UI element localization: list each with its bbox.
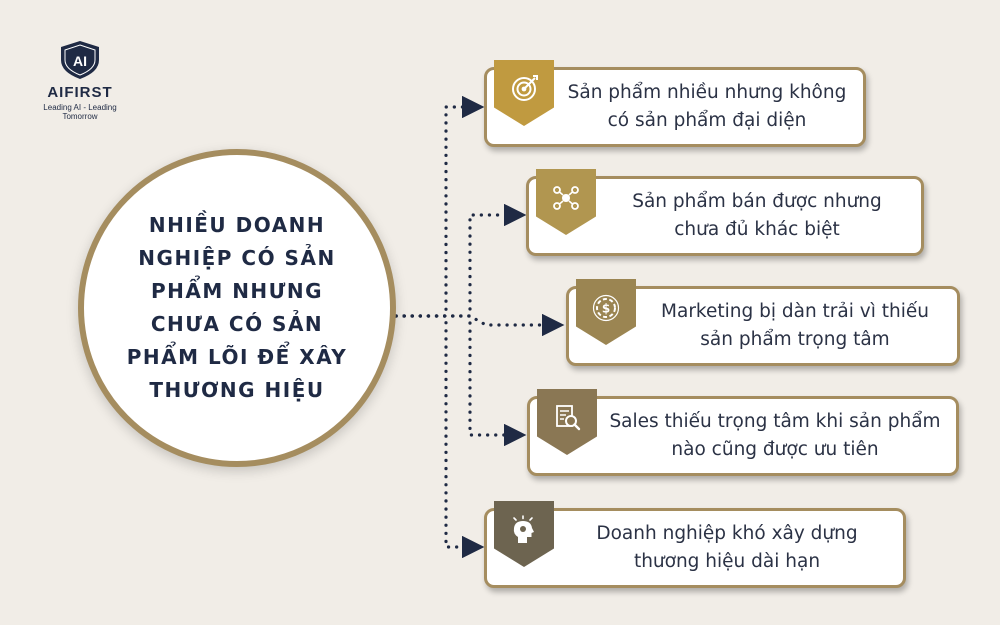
- item-badge-3: $: [576, 279, 636, 345]
- document-search-icon: [556, 405, 581, 431]
- item-card-4: Sales thiếu trọng tâm khi sản phẩm nào c…: [527, 389, 959, 476]
- item-badge-1: [494, 60, 554, 126]
- item-text-3: Marketing bị dàn trải vì thiếu sản phẩm …: [661, 301, 929, 350]
- center-title: NHIỀU DOANH NGHIỆP CÓ SẢN PHẨM NHƯNG CHƯ…: [126, 213, 348, 402]
- item-text-1: Sản phẩm nhiều nhưng không có sản phẩm đ…: [567, 82, 847, 131]
- svg-text:$: $: [602, 302, 610, 316]
- people-network-icon: [553, 186, 579, 210]
- center-circle: NHIỀU DOANH NGHIỆP CÓ SẢN PHẨM NHƯNG CHƯ…: [78, 149, 396, 467]
- connector-4: [394, 314, 527, 447]
- logo-mark-text: AI: [73, 53, 87, 69]
- logo-shield-icon: AI: [61, 41, 99, 79]
- item-badge-2: [536, 169, 596, 235]
- head-idea-icon: [513, 515, 534, 543]
- brand-tagline: Leading AI - Leading Tomorrow: [43, 103, 117, 121]
- item-badge-5: [494, 501, 554, 567]
- brand-name: AIFIRST: [47, 84, 113, 101]
- item-card-5: Doanh nghiệp khó xây dựng thương hiệu dà…: [484, 501, 906, 588]
- connector-3: [394, 313, 565, 337]
- connector-5: [394, 314, 485, 559]
- item-card-3: $ Marketing bị dàn trải vì thiếu sản phẩ…: [566, 279, 960, 366]
- money-gear-icon: $: [592, 294, 620, 322]
- connector-2: [394, 203, 527, 318]
- item-card-2: Sản phẩm bán được nhưng chưa đủ khác biệ…: [526, 169, 924, 256]
- brand-logo: AI AIFIRST Leading AI - Leading Tomorrow: [30, 40, 130, 121]
- target-icon: [512, 75, 538, 101]
- item-card-1: Sản phẩm nhiều nhưng không có sản phẩm đ…: [484, 60, 866, 147]
- connector-1: [394, 95, 485, 318]
- item-text-5: Doanh nghiệp khó xây dựng thương hiệu dà…: [596, 523, 858, 572]
- item-text-4: Sales thiếu trọng tâm khi sản phẩm nào c…: [609, 411, 941, 460]
- item-badge-4: [537, 389, 597, 455]
- item-text-2: Sản phẩm bán được nhưng chưa đủ khác biệ…: [632, 191, 882, 240]
